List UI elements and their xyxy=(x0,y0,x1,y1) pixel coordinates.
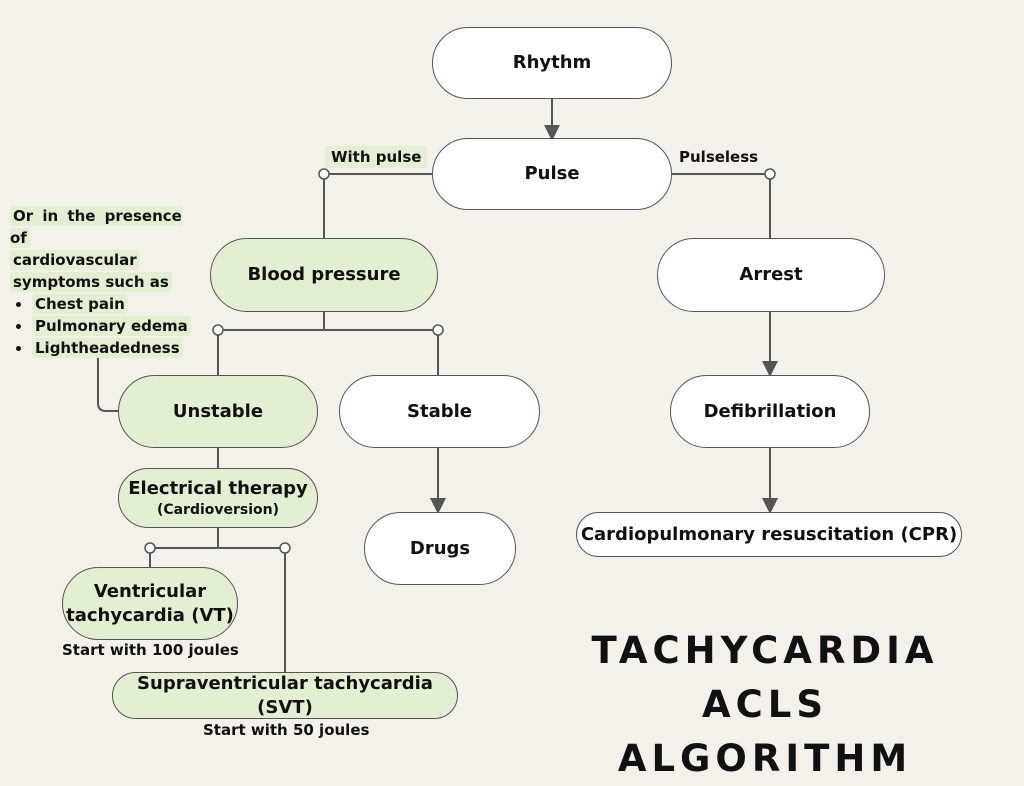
node-vt-line2: tachycardia (VT) xyxy=(66,604,234,626)
node-cpr: Cardiopulmonary resuscitation (CPR) xyxy=(576,512,962,557)
node-arrest: Arrest xyxy=(657,238,885,312)
node-unstable: Unstable xyxy=(118,375,318,448)
line-with-pulse xyxy=(323,173,432,238)
symptom-note-intro-1: Or in the presence of xyxy=(10,206,182,248)
node-svt: Supraventricular tachycardia (SVT) xyxy=(112,672,458,719)
node-pulse: Pulse xyxy=(432,138,672,210)
junction-with-pulse xyxy=(318,168,330,180)
junction-vt xyxy=(144,542,156,554)
node-blood-pressure: Blood pressure xyxy=(210,238,438,312)
symptom-list: Chest pain Pulmonary edema Lightheadedne… xyxy=(10,293,206,359)
node-arrest-label: Arrest xyxy=(739,264,803,286)
node-electrical-therapy-sub: (Cardioversion) xyxy=(156,501,280,518)
node-rhythm: Rhythm xyxy=(432,27,672,99)
label-svt-joules: Start with 50 joules xyxy=(203,721,370,739)
node-vt-line1: Ventricular xyxy=(93,581,207,603)
symptom-note-intro-2: cardiovascular xyxy=(10,250,140,270)
node-defibrillation: Defibrillation xyxy=(670,375,870,448)
junction-stable xyxy=(432,324,444,336)
node-drugs: Drugs xyxy=(364,512,516,585)
symptom-item-label: Pulmonary edema xyxy=(32,316,191,336)
diagram-title-line2: ALGORITHM xyxy=(617,737,913,780)
symptom-note: Or in the presence of cardiovascular sym… xyxy=(10,205,206,359)
diagram-title-line1: TACHYCARDIA ACLS xyxy=(591,629,939,726)
node-stable-label: Stable xyxy=(407,400,472,422)
symptom-note-intro: Or in the presence of cardiovascular sym… xyxy=(10,205,206,293)
node-stable: Stable xyxy=(339,375,540,448)
node-pulse-label: Pulse xyxy=(524,163,580,185)
label-with-pulse: With pulse xyxy=(325,146,428,168)
arrow-unstable-note xyxy=(90,342,118,412)
symptom-item: Chest pain xyxy=(32,293,206,315)
node-unstable-label: Unstable xyxy=(172,400,264,422)
node-electrical-therapy-label: Electrical therapy xyxy=(128,478,308,500)
junction-pulseless xyxy=(764,168,776,180)
node-cpr-label: Cardiopulmonary resuscitation (CPR) xyxy=(580,523,958,545)
symptom-item: Pulmonary edema xyxy=(32,315,206,337)
node-vt: Ventricular tachycardia (VT) xyxy=(62,567,238,640)
node-electrical-therapy: Electrical therapy (Cardioversion) xyxy=(118,468,318,528)
node-svt-label: Supraventricular tachycardia (SVT) xyxy=(137,673,433,718)
symptom-note-intro-3: symptoms such as xyxy=(10,272,172,292)
connector-lines xyxy=(90,99,778,672)
diagram-title: TACHYCARDIA ACLS ALGORITHM xyxy=(540,624,990,786)
node-defibrillation-label: Defibrillation xyxy=(703,400,837,422)
label-vt-joules: Start with 100 joules xyxy=(62,641,239,659)
symptom-item: Lightheadedness xyxy=(32,337,206,359)
node-blood-pressure-label: Blood pressure xyxy=(247,264,401,286)
node-drugs-label: Drugs xyxy=(409,537,471,559)
junction-svt xyxy=(279,542,291,554)
symptom-item-label: Lightheadedness xyxy=(32,338,183,358)
label-pulseless: Pulseless xyxy=(679,148,759,166)
node-rhythm-label: Rhythm xyxy=(512,52,592,74)
line-pulseless xyxy=(672,173,771,238)
symptom-item-label: Chest pain xyxy=(32,294,128,314)
junction-unstable xyxy=(212,324,224,336)
